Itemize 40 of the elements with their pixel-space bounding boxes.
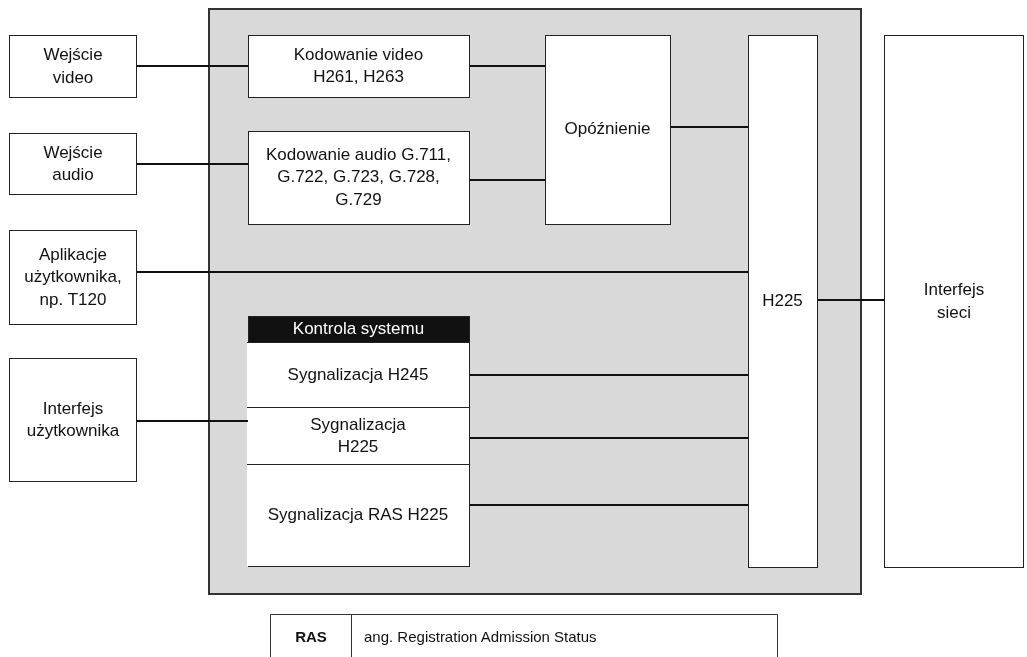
connector-line bbox=[136, 420, 249, 422]
node-label: Kodowanie video H261, H263 bbox=[292, 43, 425, 88]
connector-line bbox=[136, 163, 249, 165]
node-label: Opóźnienie bbox=[563, 118, 652, 141]
connector-line bbox=[136, 65, 249, 67]
table-cell-definition: ang. Registration Admission Status bbox=[363, 626, 597, 647]
process-box bbox=[247, 407, 469, 464]
table-cell-term: RAS bbox=[271, 615, 352, 657]
process-box bbox=[247, 34, 470, 98]
node-label: Sygnalizacja H225 bbox=[309, 413, 407, 458]
system-panel bbox=[208, 8, 862, 595]
node-label: Sygnalizacja H245 bbox=[286, 363, 430, 386]
connector-line bbox=[469, 65, 546, 67]
node-label: Wejście video bbox=[42, 44, 104, 89]
process-box bbox=[247, 464, 469, 566]
process-box bbox=[9, 35, 137, 98]
node-label: Sygnalizacja RAS H225 bbox=[266, 504, 450, 527]
process-box bbox=[884, 35, 1024, 568]
process-box bbox=[544, 34, 671, 225]
process-box bbox=[9, 358, 137, 482]
process-box bbox=[9, 230, 137, 325]
connector-line bbox=[670, 126, 749, 128]
connector-line bbox=[469, 374, 749, 376]
node-label: Interfejs sieci bbox=[922, 279, 986, 324]
group-header: Kontrola systemu bbox=[248, 316, 469, 343]
control-group-box bbox=[247, 315, 470, 567]
connector-line bbox=[469, 504, 749, 506]
connector-line bbox=[469, 179, 546, 181]
node-label: H225 bbox=[761, 289, 804, 312]
process-box bbox=[247, 130, 470, 225]
connector-line bbox=[136, 271, 749, 273]
connector-line bbox=[817, 299, 885, 301]
node-label: Wejście audio bbox=[42, 141, 104, 186]
node-label: Kodowanie audio G.711, G.722, G.723, G.728, G.729 bbox=[265, 144, 452, 211]
node-label: Interfejs użytkownika bbox=[25, 397, 121, 442]
connector-line bbox=[469, 437, 749, 439]
bus-bar bbox=[747, 34, 818, 568]
node-label: Aplikacje użytkownika, np. T120 bbox=[23, 244, 123, 311]
process-box bbox=[247, 342, 469, 407]
process-box bbox=[9, 133, 137, 195]
